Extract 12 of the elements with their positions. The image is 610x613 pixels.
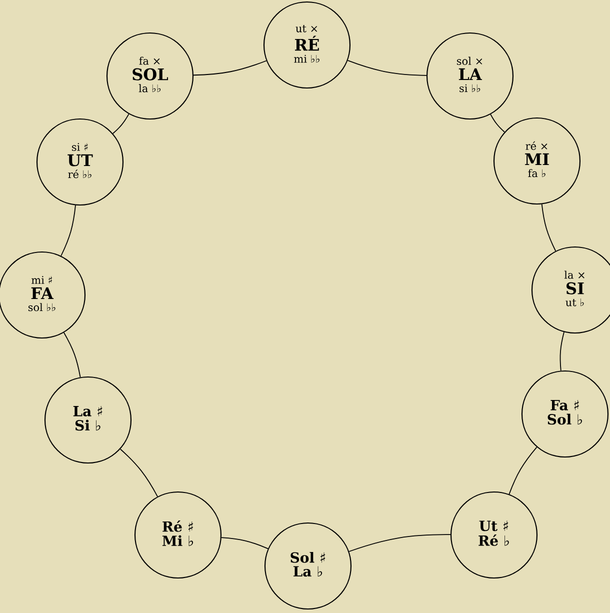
- connector-line: [347, 60, 427, 76]
- connector-line: [63, 332, 81, 378]
- connector-line: [221, 537, 268, 550]
- connector-line: [560, 332, 564, 372]
- connector-line: [541, 204, 556, 252]
- connector-line: [508, 446, 538, 495]
- connector-line: [490, 114, 505, 132]
- connector-line: [348, 534, 451, 552]
- connector-line: [193, 60, 267, 76]
- connector-line: [60, 204, 76, 256]
- connector-line: [120, 448, 158, 498]
- connector-line: [112, 114, 130, 134]
